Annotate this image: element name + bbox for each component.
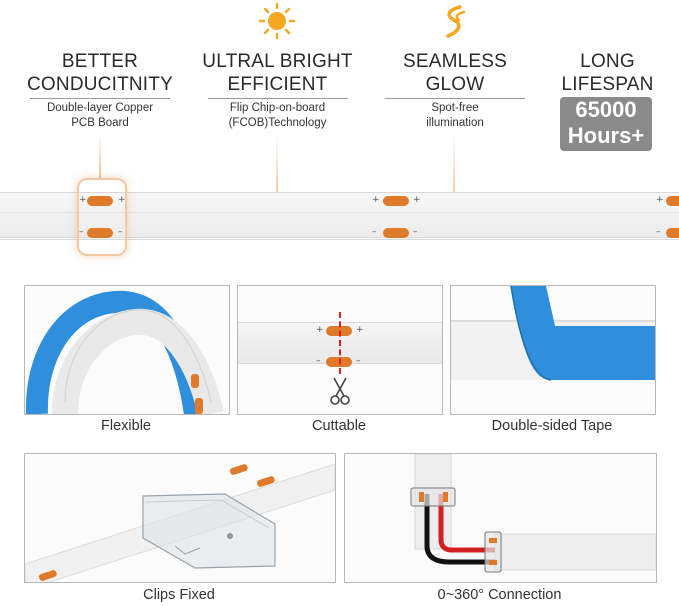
solder-pad [87,196,113,206]
feature-divider [208,98,348,99]
s-glow-icon [446,5,466,38]
caption-clips: Clips Fixed [143,587,215,603]
minus-mark: – [356,356,361,366]
panel-connection [344,453,657,583]
caption-tape: Double-sided Tape [491,418,613,434]
minus-mark: – [413,227,418,237]
plus-mark: + [372,195,380,205]
flexible-strip-illustration [25,290,224,414]
panel-tape [450,285,656,415]
caption-connection: 0~360° Connection [437,587,562,603]
minus-mark: – [656,227,661,237]
plus-mark: + [118,195,126,205]
plus-mark: + [356,325,364,335]
plus-mark: + [316,325,324,335]
solder-pad [383,196,409,206]
feature-divider [30,98,170,99]
solder-pad [666,196,679,206]
feature-divider [385,98,525,99]
connector-illustration [410,454,656,573]
minus-mark: – [316,356,321,366]
clip-illustration [25,463,335,582]
panel-flexible [24,285,230,415]
minus-mark: – [118,227,123,237]
caption-flexible: Flexible [101,418,151,434]
plus-mark: + [79,195,87,205]
solder-pad [87,228,113,238]
plus-mark: + [656,195,664,205]
panel-cuttable: + + – – [237,285,443,415]
sun-icon [258,2,296,40]
minus-mark: – [79,227,84,237]
caption-cuttable: Cuttable [311,418,366,434]
minus-mark: – [372,227,377,237]
solder-pad [666,228,679,238]
solder-pad [383,228,409,238]
led-strip-upper [0,192,679,238]
plus-mark: + [413,195,421,205]
pointer-line [453,134,455,212]
cut-highlight-box [77,178,127,256]
feature-desc-bright: Flip Chip-on-board(FCOB)Technology [228,102,327,129]
scissors-icon [330,377,350,405]
led-strip-lower [0,212,679,240]
cut-line [339,312,341,374]
pointer-line [276,134,278,212]
tape-illustration [451,286,655,381]
pointer-line [99,134,101,180]
panel-clips [24,453,336,583]
